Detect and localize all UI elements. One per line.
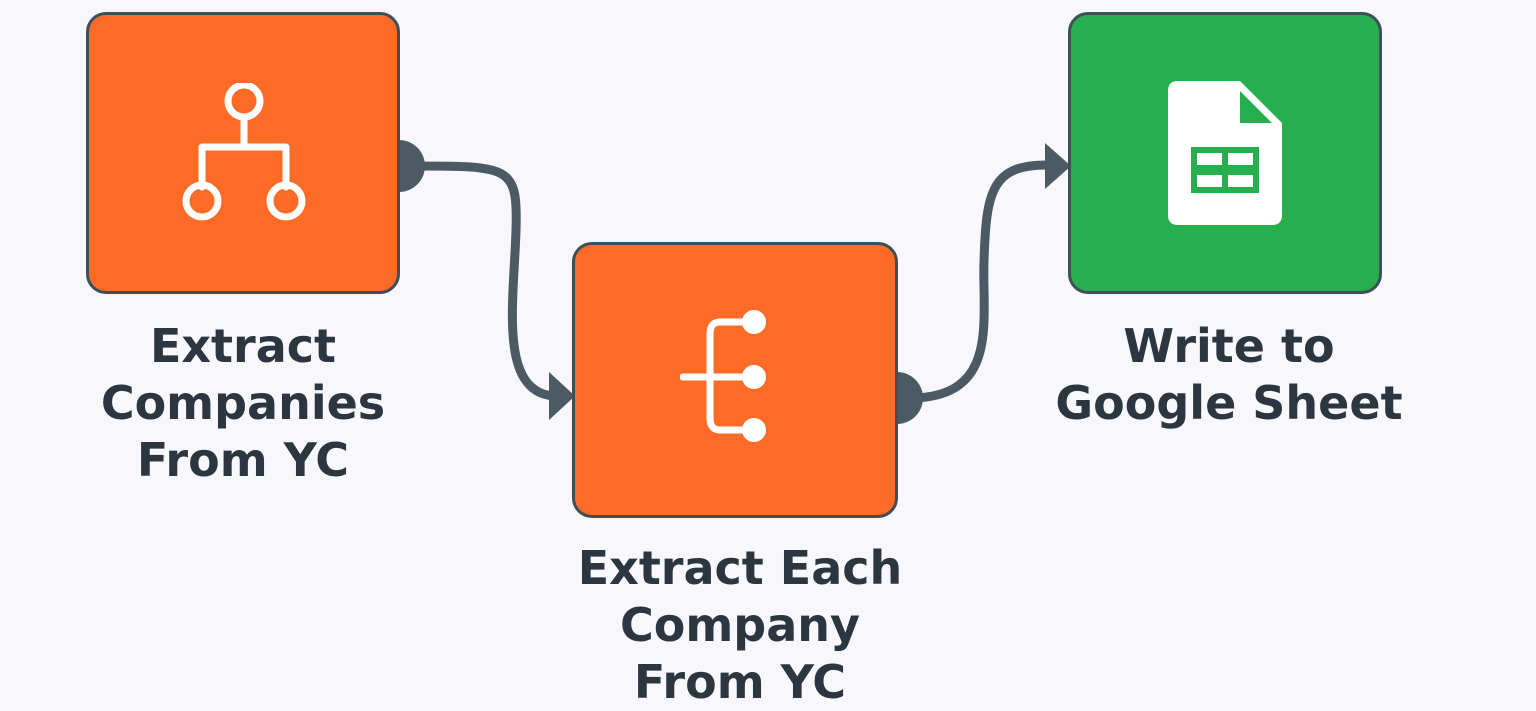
label-line: From YC: [136, 433, 350, 487]
connection-2: [905, 160, 1055, 403]
label-line: Google Sheet: [1055, 376, 1403, 430]
node-extract-companies[interactable]: [86, 12, 400, 294]
google-sheets-icon: [1168, 81, 1282, 225]
label-line: Company: [620, 598, 860, 652]
output-port-node-1[interactable]: [399, 140, 425, 192]
input-arrow-node-3[interactable]: [1045, 143, 1071, 189]
input-arrow-node-2[interactable]: [549, 372, 575, 420]
node-label-write-google-sheet: Write to Google Sheet: [1024, 318, 1434, 432]
hierarchy-tree-icon: [182, 83, 306, 221]
node-extract-each-company[interactable]: [572, 242, 898, 518]
label-line: Extract: [149, 319, 337, 373]
connection-1: [409, 161, 559, 401]
label-line: Companies: [100, 376, 386, 430]
label-line: Write to: [1123, 319, 1335, 373]
label-line: From YC: [633, 655, 847, 709]
node-label-extract-companies: Extract Companies From YC: [40, 318, 446, 489]
node-label-extract-each-company: Extract Each Company From YC: [535, 540, 945, 711]
split-branches-icon: [680, 310, 766, 442]
output-port-node-2[interactable]: [897, 372, 923, 424]
node-write-google-sheet[interactable]: [1068, 12, 1382, 294]
label-line: Extract Each: [577, 541, 903, 595]
